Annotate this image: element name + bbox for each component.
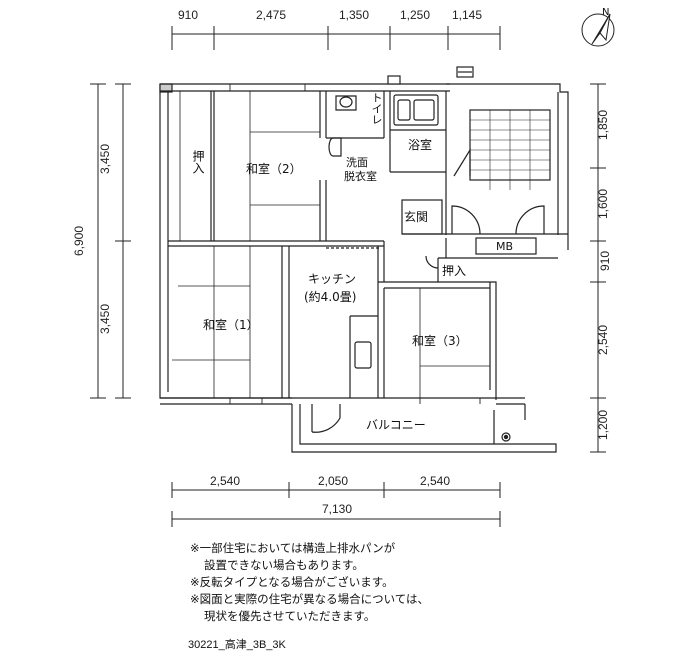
room-balcony: バルコニー: [366, 418, 426, 432]
plan-reference-code: 30221_高津_3B_3K: [188, 639, 286, 651]
right-dim-3: 910: [598, 250, 613, 272]
bottom-dim-3: 2,540: [420, 474, 451, 488]
room-senmen-1: 洗面: [346, 156, 368, 169]
right-dim-4: 2,540: [596, 324, 611, 356]
room-bath: 浴室: [408, 138, 433, 152]
bottom-total: 7,130: [322, 502, 353, 516]
room-kitchen-size: (約4.0畳): [304, 290, 357, 304]
bottom-dim-1: 2,540: [210, 474, 241, 488]
note-line-5: 現状を優先させていただきます。: [204, 609, 376, 623]
room-toilet: トイレ: [370, 92, 383, 125]
note-line-3: ※反転タイプとなる場合がございます。: [190, 575, 394, 589]
note-line-2: 設置できない場合もあります。: [204, 558, 364, 572]
left-total: 6,900: [72, 225, 87, 257]
north-arrow-icon: [581, 13, 615, 47]
room-washitsu-1: 和室（1）: [203, 318, 259, 332]
room-kitchen: キッチン: [308, 272, 357, 286]
note-line-4: ※図面と実際の住宅が異なる場合については、: [190, 592, 430, 606]
room-senmen-2: 脱衣室: [344, 170, 377, 183]
top-dim-4: 1,250: [400, 8, 431, 22]
top-dim-2: 2,475: [256, 8, 287, 22]
left-dim-2: 3,450: [98, 303, 113, 335]
bottom-dim-2: 2,050: [318, 474, 349, 488]
left-dim-1: 3,450: [98, 143, 113, 175]
right-dim-5: 1,200: [596, 409, 611, 441]
top-dim-5: 1,145: [452, 8, 483, 22]
top-dim-3: 1,350: [339, 8, 370, 22]
top-dim-1: 910: [178, 8, 199, 22]
room-oshiire-right: 押入: [442, 264, 467, 278]
balcony-outline: [291, 404, 557, 453]
compass-label: N: [602, 7, 610, 18]
room-washitsu-3: 和室（3）: [412, 334, 468, 348]
right-dim-2: 1,600: [596, 188, 611, 220]
room-oshiire-left: 押入: [191, 150, 205, 174]
room-washitsu-2: 和室（2）: [246, 162, 302, 176]
right-dim-1: 1,850: [596, 109, 611, 141]
note-line-1: ※一部住宅においては構造上排水パンが: [190, 541, 396, 555]
room-genkan: 玄関: [404, 210, 429, 224]
room-mb: MB: [496, 240, 514, 253]
